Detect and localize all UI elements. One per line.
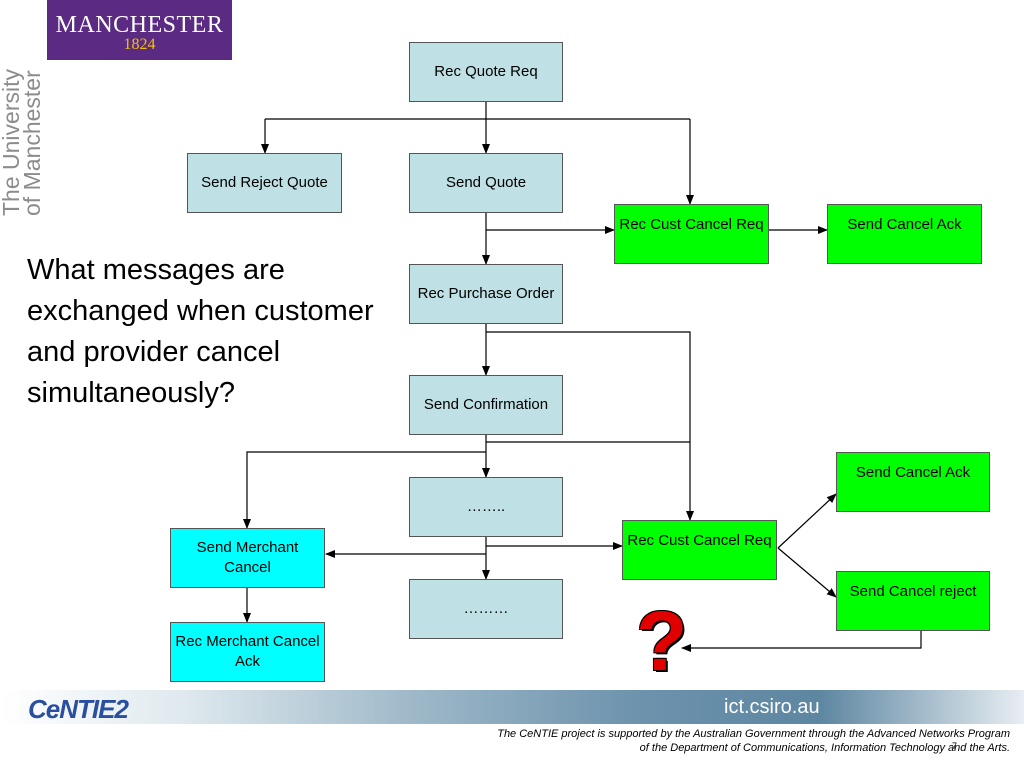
- arrow-reject-to-question: [681, 631, 922, 652]
- footer-disclaimer: The CeNTIE project is supported by the A…: [497, 727, 1010, 755]
- box-send-confirmation: Send Confirmation: [409, 375, 563, 435]
- arrow-to-cancel-reject: [777, 547, 837, 598]
- footer-band: [0, 690, 1024, 724]
- box-send-reject-quote: Send Reject Quote: [187, 153, 342, 213]
- arrow-to-cancel-ack-2: [777, 493, 837, 549]
- arrow-to-merchant-cancel: [243, 451, 486, 529]
- box-ellipsis-2: ………: [409, 579, 563, 639]
- box-send-quote: Send Quote: [409, 153, 563, 213]
- box-ellipsis-1: ……..: [409, 477, 563, 537]
- box-send-cancel-ack-2: Send Cancel Ack: [836, 452, 990, 512]
- footer-site: ict.csiro.au: [724, 696, 820, 718]
- box-rec-cust-cancel-req-2: Rec Cust Cancel Req: [622, 520, 777, 580]
- box-send-cancel-reject: Send Cancel reject: [836, 571, 990, 631]
- box-rec-purchase-order: Rec Purchase Order: [409, 264, 563, 324]
- manchester-logo: MANCHESTER 1824: [47, 0, 232, 60]
- box-rec-quote-req: Rec Quote Req: [409, 42, 563, 102]
- disclaimer-line-2: of the Department of Communications, Inf…: [639, 742, 1010, 754]
- box-send-cancel-ack-1: Send Cancel Ack: [827, 204, 982, 264]
- question-text: What messages are exchanged when custome…: [27, 254, 374, 409]
- box-rec-merchant-cancel-ack: Rec Merchant Cancel Ack: [170, 622, 325, 682]
- box-rec-cust-cancel-req-1: Rec Cust Cancel Req: [614, 204, 769, 264]
- question-mark: ?: [636, 594, 688, 688]
- arrow-po-to-cust-cancel-2: [486, 331, 694, 521]
- box-send-merchant-cancel: Send Merchant Cancel: [170, 528, 325, 588]
- page-number: 7: [952, 741, 958, 751]
- logo-name: MANCHESTER: [55, 12, 224, 38]
- centie-logo: CeNTIE2: [28, 694, 129, 724]
- logo-year: 1824: [123, 36, 156, 53]
- disclaimer-line-1: The CeNTIE project is supported by the A…: [497, 728, 1010, 740]
